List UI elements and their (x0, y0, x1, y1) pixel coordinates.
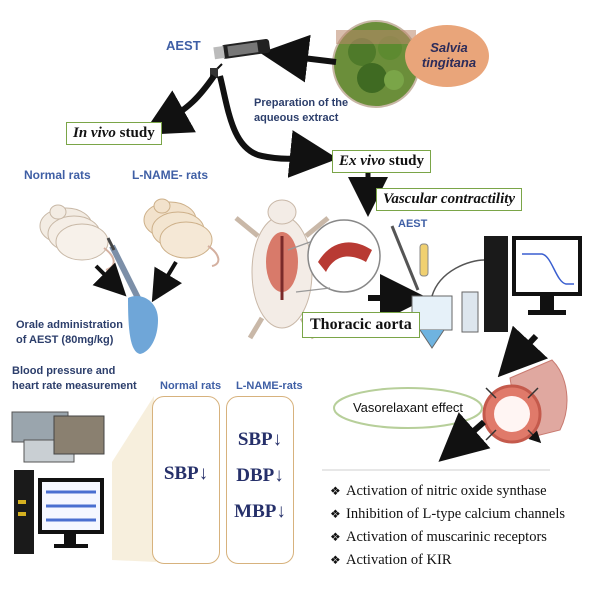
lname-rats-panel: SBP↓DBP↓MBP↓ (226, 396, 294, 564)
mechanism-item: ❖ Activation of KIR (330, 549, 565, 572)
result-param-sbp: SBP↓ (227, 429, 293, 451)
thoracic-aorta-box: Thoracic aorta (302, 312, 420, 338)
zoom-funnel (112, 396, 156, 562)
rat-dissection-illustration (234, 199, 330, 340)
diamond-bullet-icon: ❖ (330, 530, 341, 544)
ex-vivo-study-box: Ex vivo study (332, 150, 432, 173)
aest-lab-label: AEST (398, 218, 428, 230)
preparation-label: Preparation of the aqueous extract (254, 97, 349, 124)
in-vivo-rest: study (115, 125, 155, 141)
mechanism-item: ❖ Activation of nitric oxide synthase (330, 480, 565, 503)
extract-tube-icon (213, 38, 271, 60)
arrow-to-vessel (497, 325, 549, 378)
result-param-mbp: MBP↓ (227, 501, 293, 523)
plant-photo (332, 20, 420, 108)
in-vivo-study-box: In vivo study (66, 122, 162, 145)
diamond-bullet-icon: ❖ (330, 507, 341, 521)
ex-vivo-rest: study (385, 153, 425, 169)
oral-administration-label: Orale administration of AEST (80mg/kg) (16, 319, 123, 346)
mechanism-text: Inhibition of L-type calcium channels (346, 506, 566, 522)
param-name: SBP (163, 463, 199, 484)
lname-rats-panel-header: L-NAME-rats (236, 380, 303, 392)
normal-rats-illustration (39, 204, 115, 271)
decrease-arrow-icon: ↓ (274, 465, 284, 486)
vasorelaxant-label: Vasorelaxant effect (352, 400, 464, 415)
blood-vessel-illustration (482, 359, 568, 442)
mechanisms-list: ❖ Activation of nitric oxide synthase ❖ Inh… (330, 480, 565, 572)
aest-top-label: AEST (166, 38, 201, 53)
organ-bath-illustration (390, 225, 485, 349)
recording-computer-illustration (484, 236, 582, 332)
plant-name-badge (405, 25, 489, 87)
diamond-bullet-icon: ❖ (330, 484, 341, 498)
mechanism-text: Activation of muscarinic receptors (346, 529, 547, 545)
arrow-to-mechanisms (438, 412, 491, 462)
bp-measurement-label: Blood pressure and heart rate measuremen… (12, 365, 137, 392)
decrease-arrow-icon: ↓ (272, 429, 283, 450)
mechanism-text: Activation of nitric oxide synthase (346, 483, 547, 499)
aorta-zoom-illustration (287, 219, 381, 293)
normal-rats-panel-header: Normal rats (160, 380, 222, 392)
plant-name: Salvia tingitana (421, 40, 477, 70)
ex-vivo-italic: Ex vivo (339, 153, 386, 169)
param-name: MBP (234, 501, 277, 522)
arrow-normal-to-injection (92, 262, 127, 297)
tube-cap-icon (210, 68, 218, 78)
arrow-lname-to-injection (151, 260, 183, 303)
in-vivo-italic: In vivo (73, 125, 116, 141)
bp-equipment-illustration (11, 411, 105, 554)
arrow-plant-to-extract (260, 34, 337, 83)
decrease-arrow-icon: ↓ (276, 501, 286, 522)
syringe-hand-illustration (106, 237, 158, 354)
mechanism-text: Activation of KIR (346, 552, 452, 568)
normal-rats-panel: SBP↓ (152, 396, 220, 564)
arrow-to-in-vivo (142, 74, 217, 135)
vascular-contractility-box: Vascular contractility (376, 188, 523, 211)
lname-rats-label: L-NAME- rats (132, 168, 209, 182)
decrease-arrow-icon: ↓ (198, 463, 209, 484)
param-name: SBP (237, 429, 273, 450)
result-param-dbp: DBP↓ (227, 465, 293, 487)
normal-rats-label: Normal rats (24, 168, 91, 182)
param-name: DBP (236, 465, 275, 486)
mechanism-item: ❖ Inhibition of L-type calcium channels (330, 503, 565, 526)
diamond-bullet-icon: ❖ (330, 553, 341, 567)
mechanism-item: ❖ Activation of muscarinic receptors (330, 526, 565, 549)
result-param-sbp: SBP↓ (153, 463, 219, 485)
arrow-to-ex-vivo (217, 75, 338, 178)
lname-rats-illustration (143, 198, 220, 267)
